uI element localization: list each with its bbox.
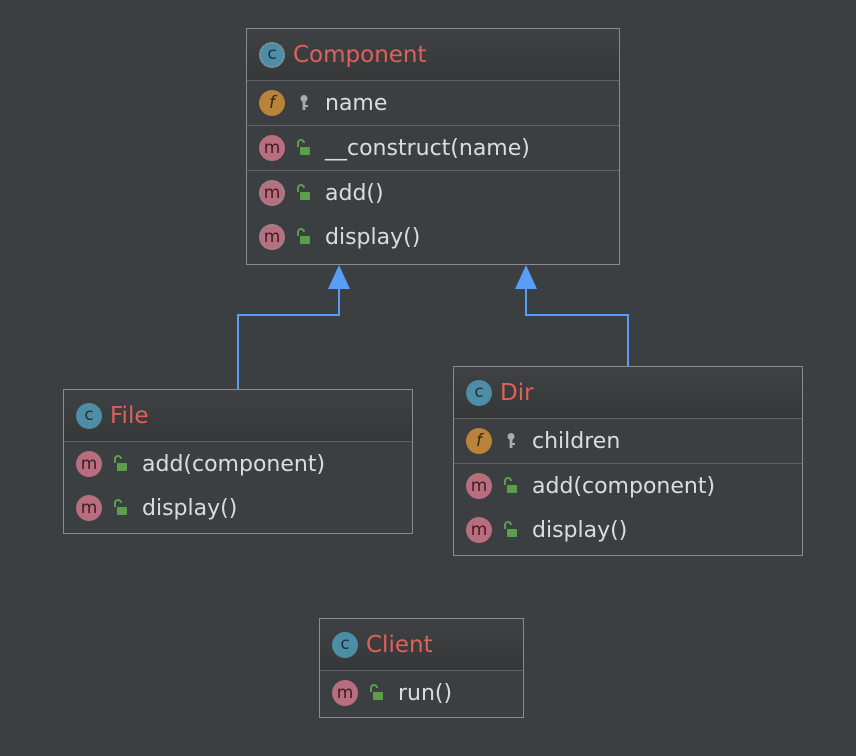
method-row[interactable]: m add() xyxy=(247,171,619,215)
open-lock-icon xyxy=(500,519,522,541)
constructors-section: m __construct(name) xyxy=(247,126,619,171)
fields-section: f children xyxy=(454,419,802,464)
class-dir[interactable]: c Dir f children m add(component) m xyxy=(453,366,803,556)
field-icon: f xyxy=(259,90,285,116)
field-icon: f xyxy=(466,428,492,454)
method-icon: m xyxy=(466,517,492,543)
method-icon: m xyxy=(332,680,358,706)
methods-section: m run() xyxy=(320,671,523,715)
class-header: c Component xyxy=(247,29,619,81)
inheritance-edge-dir-to-component xyxy=(515,265,629,366)
method-row[interactable]: m display() xyxy=(64,486,412,530)
method-row[interactable]: m display() xyxy=(247,215,619,259)
field-name: name xyxy=(325,90,388,116)
field-name: children xyxy=(532,428,621,454)
open-lock-icon xyxy=(110,497,132,519)
method-signature: display() xyxy=(532,517,628,543)
method-signature: run() xyxy=(398,680,453,706)
method-signature: add(component) xyxy=(532,473,716,499)
class-name: Client xyxy=(366,631,433,658)
method-row[interactable]: m display() xyxy=(454,508,802,552)
method-signature: display() xyxy=(325,224,421,250)
abstract-method-icon: m xyxy=(259,180,285,206)
fields-section: f name xyxy=(247,81,619,126)
abstract-method-icon: m xyxy=(259,224,285,250)
method-icon: m xyxy=(76,495,102,521)
method-icon: m xyxy=(466,473,492,499)
class-header: c Client xyxy=(320,619,523,671)
method-signature: __construct(name) xyxy=(325,135,530,161)
key-icon xyxy=(500,430,522,452)
open-lock-icon xyxy=(293,226,315,248)
method-icon: m xyxy=(259,135,285,161)
methods-section: m add() m display() xyxy=(247,171,619,259)
open-lock-icon xyxy=(500,475,522,497)
method-row[interactable]: m add(component) xyxy=(454,464,802,508)
class-icon: c xyxy=(332,631,358,658)
open-lock-icon xyxy=(110,453,132,475)
key-icon xyxy=(293,92,315,114)
method-signature: display() xyxy=(142,495,238,521)
class-component[interactable]: c Component f name m __construct(name) xyxy=(246,28,620,265)
class-name: Component xyxy=(293,41,427,68)
class-client[interactable]: c Client m run() xyxy=(319,618,524,718)
open-lock-icon xyxy=(293,137,315,159)
inheritance-arrowhead xyxy=(515,265,537,289)
inheritance-edge-file-to-component xyxy=(237,265,350,389)
class-icon: c xyxy=(76,402,102,429)
open-lock-icon xyxy=(293,182,315,204)
open-lock-icon xyxy=(366,682,388,704)
method-row[interactable]: m add(component) xyxy=(64,442,412,486)
abstract-class-icon: c xyxy=(259,41,285,68)
field-row[interactable]: f children xyxy=(454,419,802,463)
class-header: c Dir xyxy=(454,367,802,419)
method-signature: add(component) xyxy=(142,451,326,477)
method-icon: m xyxy=(76,451,102,477)
method-signature: add() xyxy=(325,180,384,206)
class-header: c File xyxy=(64,390,412,442)
methods-section: m add(component) m display() xyxy=(454,464,802,552)
field-row[interactable]: f name xyxy=(247,81,619,125)
method-row[interactable]: m run() xyxy=(320,671,523,715)
class-name: Dir xyxy=(500,379,534,406)
class-file[interactable]: c File m add(component) m display() xyxy=(63,389,413,534)
class-icon: c xyxy=(466,379,492,406)
methods-section: m add(component) m display() xyxy=(64,442,412,530)
method-row[interactable]: m __construct(name) xyxy=(247,126,619,170)
class-name: File xyxy=(110,402,149,429)
inheritance-arrowhead xyxy=(328,265,350,289)
